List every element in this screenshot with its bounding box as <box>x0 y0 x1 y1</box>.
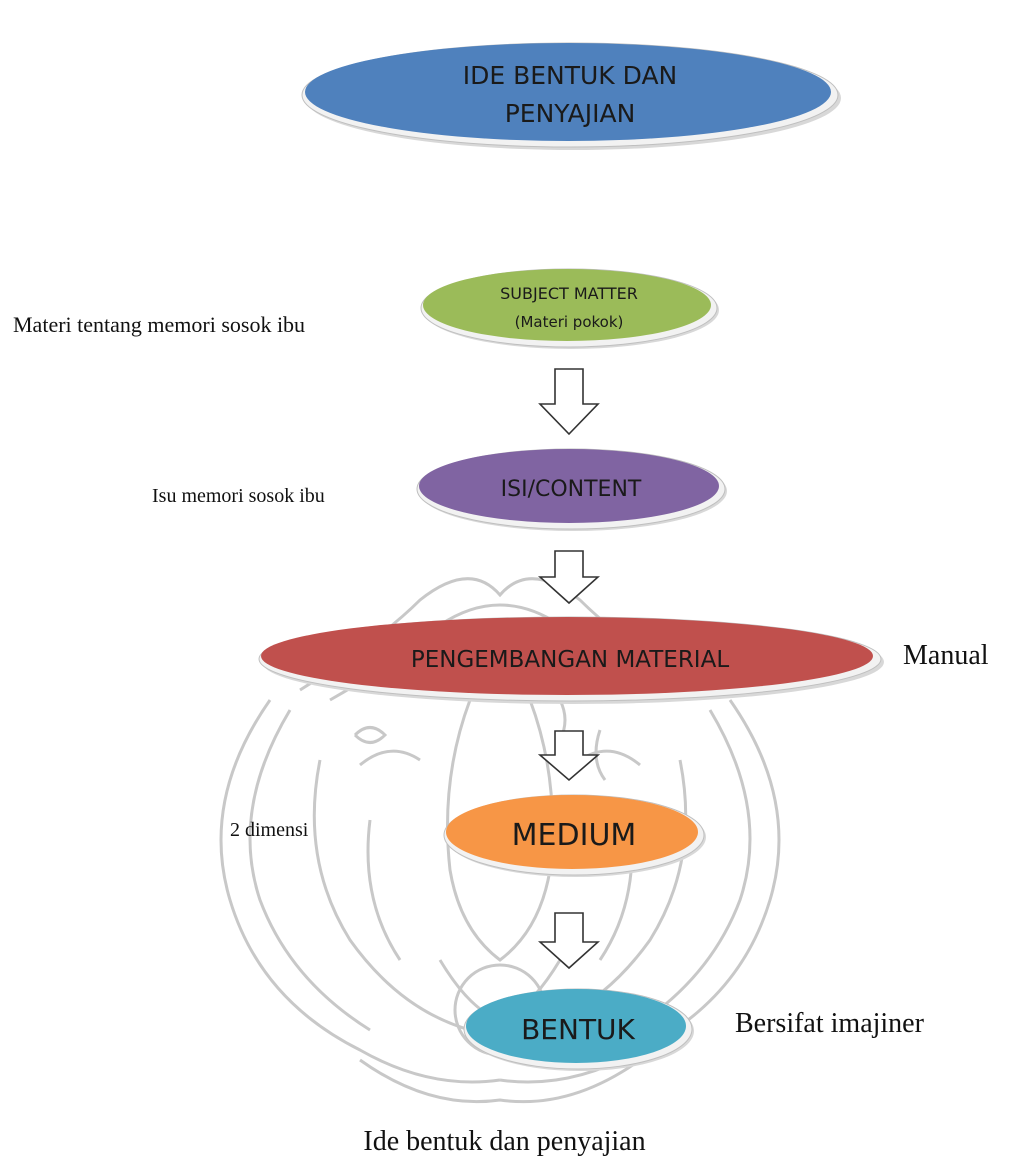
node-label: ISI/CONTENT <box>500 476 642 502</box>
node-label-line2: (Materi pokok) <box>514 313 624 331</box>
annotation-subject-matter: Materi tentang memori sosok ibu <box>13 312 306 337</box>
node-isi-content: ISI/CONTENT <box>413 445 729 533</box>
down-arrow-icon <box>538 550 600 605</box>
node-label-line1: SUBJECT MATTER <box>500 284 638 303</box>
node-bentuk: BENTUK <box>460 984 696 1074</box>
node-label: MEDIUM <box>511 817 637 853</box>
ellipse-shape <box>443 794 706 877</box>
annotation-pengembangan: Manual <box>903 640 989 671</box>
ellipse-shape <box>258 616 884 704</box>
node-subject-matter: SUBJECT MATTER (Materi pokok) <box>418 265 720 351</box>
node-title-line1: IDE BENTUK DAN <box>462 61 678 90</box>
ellipse-shape <box>301 42 841 150</box>
node-medium: MEDIUM <box>440 790 708 880</box>
down-arrow-icon <box>538 730 600 782</box>
down-arrow-icon <box>538 912 600 970</box>
node-pengembangan-material: PENGEMBANGAN MATERIAL <box>255 612 885 708</box>
annotation-medium: 2 dimensi <box>230 819 309 841</box>
down-arrow-icon <box>538 368 600 436</box>
annotation-bentuk: Bersifat imajiner <box>735 1008 924 1039</box>
node-ide-bentuk-dan-penyajian: IDE BENTUK DAN PENYAJIAN <box>297 38 843 152</box>
node-title-line2: PENYAJIAN <box>504 99 636 128</box>
annotation-isi-content: Isu memori sosok ibu <box>152 485 325 507</box>
ellipse-shape <box>416 448 727 531</box>
node-label: PENGEMBANGAN MATERIAL <box>410 647 730 673</box>
ellipse-shape <box>463 988 694 1071</box>
ellipse-shape <box>420 268 719 349</box>
diagram-caption: Ide bentuk dan penyajian <box>363 1126 646 1157</box>
node-label: BENTUK <box>521 1012 635 1046</box>
